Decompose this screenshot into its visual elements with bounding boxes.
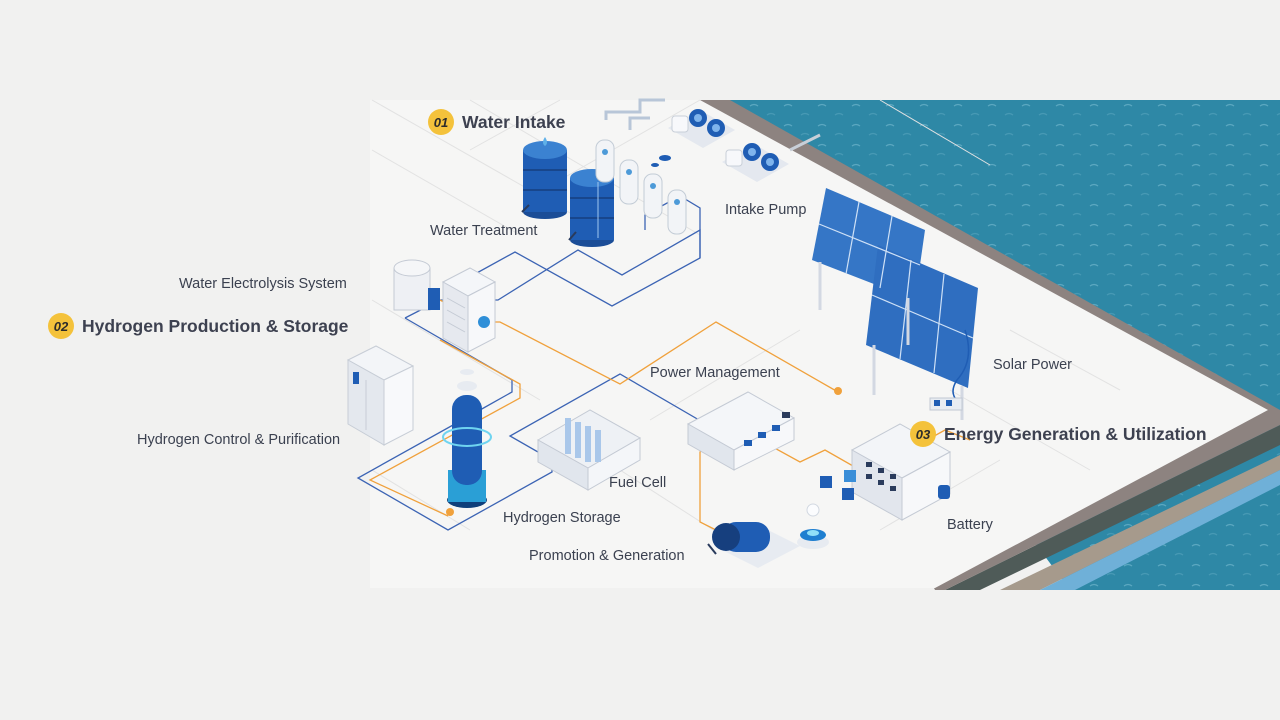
label-intake-pump: Intake Pump — [725, 202, 807, 218]
filter-tank-icon — [595, 98, 687, 235]
section-energy-generation: 03 Energy Generation & Utilization — [910, 421, 1207, 447]
solar-panel-icon — [812, 188, 978, 420]
fuel-cell-icon — [536, 409, 642, 491]
section-hydrogen-production: 02 Hydrogen Production & Storage — [48, 313, 348, 339]
section-number-badge: 03 — [910, 421, 936, 447]
label-fuel-cell: Fuel Cell — [609, 475, 667, 491]
label-solar-power: Solar Power — [993, 357, 1072, 373]
section-number-badge: 01 — [428, 109, 454, 135]
storage-node — [446, 508, 454, 516]
section-number-badge: 02 — [48, 313, 74, 339]
section-title: Energy Generation & Utilization — [944, 423, 1207, 444]
bulb-icon — [797, 503, 829, 549]
pump-icon — [722, 133, 821, 182]
label-water-electrolysis: Water Electrolysis System — [179, 276, 347, 292]
section-water-intake: 01 Water Intake — [428, 109, 565, 135]
battery-icon — [820, 423, 952, 521]
control-cabinet-icon — [346, 345, 415, 446]
label-power-management: Power Management — [650, 365, 780, 381]
label-hydrogen-control: Hydrogen Control & Purification — [137, 432, 341, 448]
section-title: Water Intake — [462, 111, 566, 132]
section-title: Hydrogen Production & Storage — [82, 315, 349, 336]
label-promotion-generation: Promotion & Generation — [529, 548, 685, 564]
power-unit-icon — [686, 391, 796, 471]
water-tank-icon — [521, 137, 567, 219]
electrolyzer-icon — [393, 259, 497, 353]
hydrogen-tank-icon — [442, 369, 492, 508]
label-hydrogen-storage: Hydrogen Storage — [503, 510, 621, 526]
generator-icon — [707, 522, 800, 568]
label-battery: Battery — [947, 517, 993, 533]
label-water-treatment: Water Treatment — [430, 223, 538, 239]
pump-icon — [668, 109, 735, 148]
power-node — [834, 387, 842, 395]
